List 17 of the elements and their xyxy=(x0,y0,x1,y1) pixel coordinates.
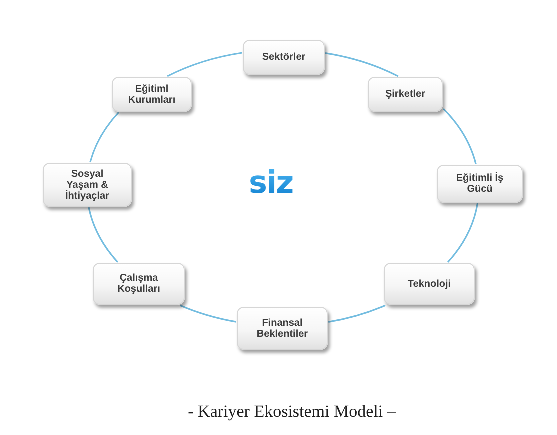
connector-arc xyxy=(180,304,237,323)
topic-box: Şirketler xyxy=(368,77,443,112)
topic-box: Finansal Beklentiler xyxy=(237,307,328,350)
caption: - Kariyer Ekosistemi Modeli – xyxy=(187,402,397,422)
connector-arc xyxy=(325,52,399,78)
connector-arc xyxy=(167,52,242,78)
topic-box: Eğitiml Kurumları xyxy=(112,77,192,112)
connector-arc xyxy=(443,108,477,165)
topic-box: Teknoloji xyxy=(384,263,475,305)
connector-arc xyxy=(88,207,119,263)
connector-arc xyxy=(328,304,386,323)
connector-arc xyxy=(90,112,120,163)
topic-box: Sosyal Yaşam & İhtiyaçlar xyxy=(43,163,132,207)
topic-box: Çalışma Koşulları xyxy=(93,263,185,305)
connector-arc xyxy=(447,203,479,263)
topic-box: Sektörler xyxy=(243,40,325,75)
topic-box: Eğitimli İş Gücü xyxy=(437,165,523,203)
